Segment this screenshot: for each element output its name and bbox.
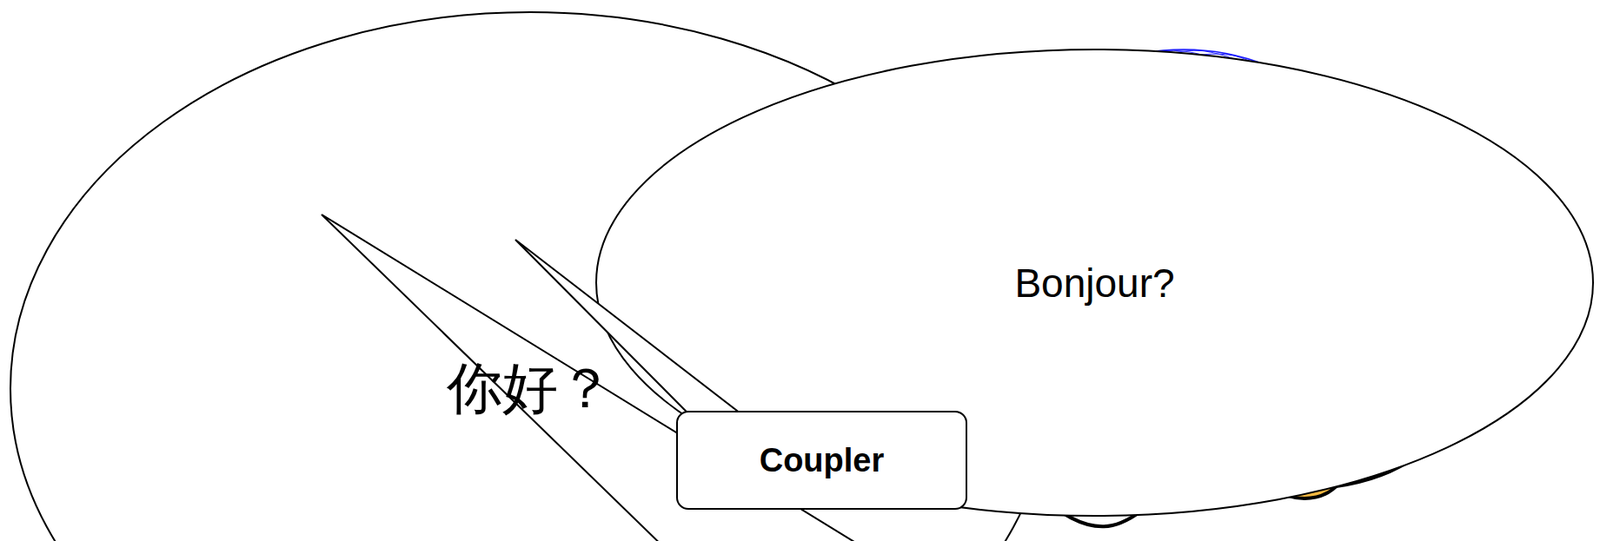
- bubble-ellipse: [596, 49, 1594, 517]
- coupler-box: Coupler: [676, 411, 968, 511]
- speech-text: 你好？: [446, 351, 614, 427]
- speech-text: Bonjour?: [1014, 259, 1175, 307]
- box-label: Coupler: [759, 442, 885, 480]
